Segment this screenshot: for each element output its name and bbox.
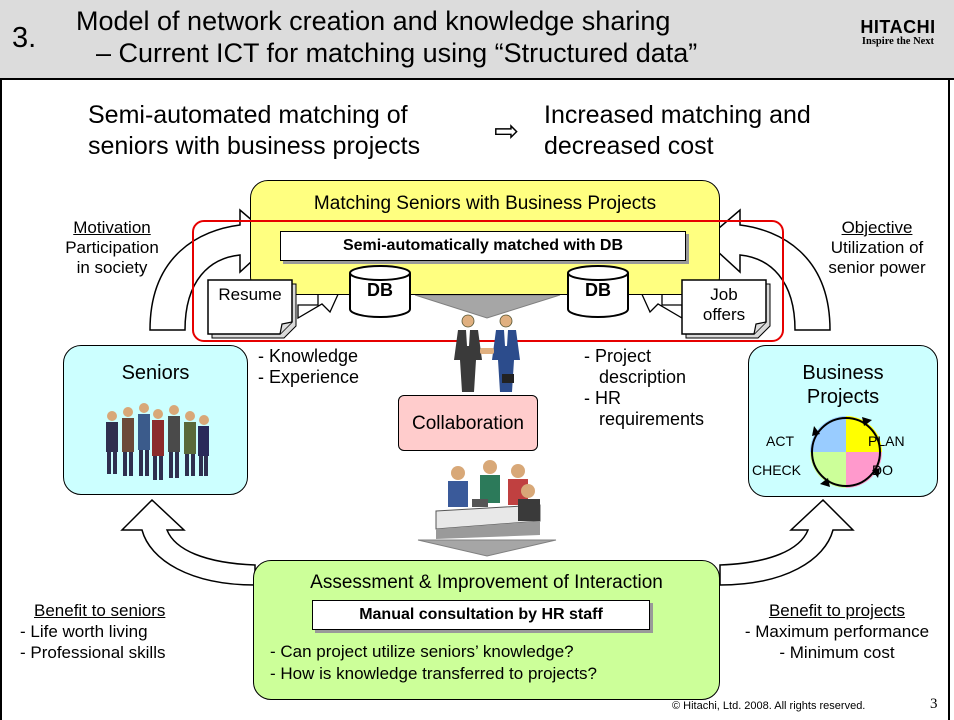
- database-icon: [349, 265, 411, 318]
- matching-title: Matching Seniors with Business Projects: [313, 193, 657, 214]
- pdca-act: ACT: [766, 433, 794, 449]
- document-icon: [681, 279, 771, 339]
- pdca-check: CHECK: [752, 462, 802, 478]
- hitachi-logo: HITACHI Inspire the Next: [854, 18, 942, 48]
- page-number: 3: [930, 696, 938, 712]
- motivation-line1: Participation: [65, 238, 159, 257]
- slide-frame: [0, 80, 950, 720]
- assessment-title: Assessment & Improvement of Interaction: [310, 572, 663, 593]
- attr-knowledge: - Knowledge: [258, 346, 359, 366]
- page-title-line1: Model of network creation and knowledge …: [76, 6, 671, 36]
- req-description: description: [599, 367, 687, 387]
- hr-consultation-label: Manual consultation by HR staff: [312, 600, 650, 630]
- req-hr: - HR: [584, 388, 621, 408]
- job-offers-line2: offers: [702, 305, 746, 324]
- objective-text: Objective Utilization of senior power: [808, 218, 946, 278]
- attr-experience: - Experience: [258, 367, 360, 387]
- resume-to-db-arrow: [297, 289, 342, 320]
- collaboration-box: Collaboration: [398, 395, 538, 451]
- business-projects-title: Business Projects: [748, 361, 938, 409]
- intro-right: Increased matching and decreased cost: [544, 100, 811, 162]
- funnel-arrow-top: [414, 294, 561, 319]
- db-highlight-frame: [192, 220, 784, 342]
- benefit-projects-line2: - Minimum cost: [779, 643, 895, 662]
- intro-right-line1: Increased matching and: [544, 101, 811, 129]
- pdca-cycle-icon: [810, 416, 882, 488]
- meeting-icon: [435, 460, 541, 539]
- handshake-icon: [454, 314, 520, 392]
- funnel-arrow-bottom: [417, 539, 557, 557]
- seniors-group-icon: [106, 403, 209, 480]
- project-requirements: - Project description - HR requirements: [584, 346, 704, 430]
- seniors-attributes: - Knowledge - Experience: [258, 346, 359, 388]
- intro-left: Semi-automated matching of seniors with …: [88, 100, 420, 162]
- logo-tagline: Inspire the Next: [861, 36, 935, 47]
- resume-label: Resume: [218, 285, 282, 304]
- benefit-projects: Benefit to projects - Maximum performanc…: [730, 600, 944, 663]
- slide-number: 3.: [12, 22, 37, 54]
- motivation-text: Motivation Participation in society: [48, 218, 176, 278]
- benefit-projects-arrow: [719, 498, 855, 586]
- job-offers-line1: Job: [710, 285, 738, 304]
- intro-right-line2: decreased cost: [544, 132, 714, 160]
- benefit-seniors-arrow: [120, 498, 256, 586]
- logo-name: HITACHI: [860, 17, 936, 37]
- copyright: © Hitachi, Ltd. 2008. All rights reserve…: [672, 700, 866, 712]
- arrow-right-icon: ⇨: [494, 115, 520, 148]
- intro-left-line1: Semi-automated matching of: [88, 101, 408, 129]
- benefit-projects-heading: Benefit to projects: [768, 601, 906, 620]
- intro-left-line2: seniors with business projects: [88, 132, 421, 160]
- db-right-label: DB: [585, 280, 611, 300]
- db-left-label: DB: [367, 280, 393, 300]
- title-bar: [0, 0, 954, 80]
- assessment-box: [253, 560, 720, 700]
- benefit-projects-line1: - Maximum performance: [744, 622, 930, 641]
- db-matching-label: Semi-automatically matched with DB: [280, 231, 686, 261]
- bp-title-line1: Business: [802, 362, 884, 384]
- motivation-line2: in society: [76, 258, 148, 277]
- req-requirements: requirements: [599, 409, 705, 429]
- objective-heading: Objective: [841, 218, 913, 237]
- benefit-seniors-line1: - Life worth living: [20, 622, 148, 641]
- database-icon: [567, 265, 629, 318]
- question-2: - How is knowledge transferred to projec…: [270, 664, 597, 683]
- pdca-do: DO: [872, 462, 893, 478]
- offers-to-db-arrow: [638, 289, 683, 320]
- benefit-seniors-heading: Benefit to seniors: [34, 601, 166, 620]
- bp-title-line2: Projects: [806, 386, 880, 408]
- assessment-questions: - Can project utilize seniors’ knowledge…: [270, 641, 597, 685]
- document-icon: [207, 279, 297, 339]
- req-project: - Project: [584, 346, 652, 366]
- objective-arrow: [703, 208, 831, 331]
- objective-line2: senior power: [828, 258, 926, 277]
- motivation-heading: Motivation: [73, 218, 151, 237]
- objective-line1: Utilization of: [830, 238, 924, 257]
- question-1: - Can project utilize seniors’ knowledge…: [270, 642, 574, 661]
- pdca-plan: PLAN: [868, 433, 905, 449]
- benefit-seniors: Benefit to seniors - Life worth living -…: [20, 600, 166, 663]
- job-offers-label: Job offers: [682, 285, 766, 325]
- benefit-seniors-line2: - Professional skills: [20, 643, 166, 662]
- seniors-title: Seniors: [121, 362, 190, 384]
- page-title-line2: – Current ICT for matching using “Struct…: [96, 38, 698, 68]
